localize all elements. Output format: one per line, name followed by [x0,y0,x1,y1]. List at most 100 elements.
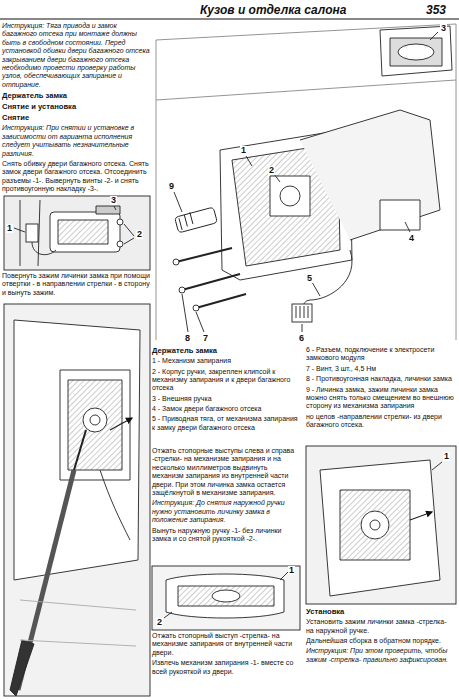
section-heading: Снятие и установка [2,102,150,111]
callout-number: 5 [306,274,313,283]
callout-number: 4 [408,234,415,243]
lock-holder-figure-part [182,294,188,332]
door-panel-figure-part [4,196,150,270]
door-panel-figure-part [58,220,108,244]
outer-handle-figure-part [280,572,288,580]
lock-mechanism-figure-part [370,520,380,530]
body-text: Отжать стопорный выступ -стрелка- на мех… [152,632,300,657]
screwdriver-figure-part [83,408,107,432]
text-column: 6 - Разъем, подключение к электросети за… [306,346,456,430]
lock-holder-figure-part [173,259,179,265]
lock-holder-figure-part [390,38,442,66]
lock-mechanism-figure [306,446,456,604]
lock-holder-figure-part [280,186,300,206]
screwdriver-figure-part [74,430,86,470]
text-column: Держатель замка 1 - Механизм запирания 2 -… [152,346,302,432]
outer-handle-figure-part [152,566,300,630]
body-text: Отжать стопорные выступы слева и справа … [152,447,300,497]
key-entry: 9 - Личинка замка, зажим личинки замка м… [306,386,456,411]
lock-holder-figure-part [405,222,410,232]
body-text: Вынуть наружную ручку -1- без личинки за… [152,527,300,544]
lock-mechanism-figure-part [320,460,440,596]
door-panel-figure-part [117,219,123,225]
text-column: УстановкаУстановить зажим личинки замка … [306,607,456,664]
text-column: Инструкция: Тяга привода и замок багажно… [2,22,150,194]
door-panel-figure-part [96,206,120,214]
body-text: Инструкция: До снятия наружной ручки нуж… [152,499,300,524]
lock-holder-figure [156,24,456,340]
section-heading: Держатель замка [2,91,150,100]
lock-holder-figure-part [193,305,199,311]
key-entry: 8 - Противоугонная накладка, личинки зам… [306,375,456,383]
screwdriver-figure [4,304,150,696]
door-panel-figure-part [26,224,38,242]
section-heading: Держатель замка [152,346,302,355]
lock-mechanism-figure-part [340,490,410,560]
text-column: Отжать стопорный выступ -стрелка- на мех… [152,632,300,676]
body-text: но целов -направлении стрелки- из двери … [306,413,456,430]
callout-number: 3 [440,24,447,33]
lock-holder-figure-part [380,26,452,76]
body-text: Инструкция: При снятии и установке в зав… [2,124,150,158]
door-panel-figure-part [124,224,134,236]
key-entry: 4 - Замок двери багажного отсека [152,405,302,413]
key-entry: 2 - Корпус ручки, закреплен клипсой к ме… [152,368,302,393]
door-panel-figure-part [114,206,116,210]
body-text: Дальнейшая сборка в обратном порядке. [306,637,456,645]
callout-number: 2 [136,230,143,239]
lock-holder-figure-part [178,212,193,230]
lock-holder-figure-part [300,110,440,240]
text-column: Отжать стопорные выступы слева и справа … [152,447,300,543]
door-panel-figure-part [20,200,40,266]
screwdriver-figure-part [90,415,100,425]
door-panel-figure-part [124,238,134,244]
callout-number: 2 [156,618,163,627]
lock-holder-figure-part [292,304,312,322]
lock-holder-figure-part [270,176,310,216]
outer-handle-figure-part [164,612,172,618]
key-entry: 5 - Приводная тяга, от механизма запиран… [152,415,302,432]
text-column: Повернуть зажим личинки замка при помощи… [2,272,150,297]
screwdriver-figure-part [14,320,140,580]
body-text: Повернуть зажим личинки замка при помощи… [2,272,150,297]
lock-mechanism-figure-part [432,462,442,470]
lock-mechanism-figure-part [410,512,432,520]
lock-holder-figure-part [179,287,185,293]
header-rule [0,18,459,19]
screwdriver-figure-part [100,470,130,540]
door-panel-figure-part [32,242,56,255]
lock-holder-figure-part [430,32,438,40]
screwdriver-figure-part [10,640,34,696]
door-panel-figure [4,196,150,270]
callout-number: 3 [110,196,117,205]
body-text: Установить зажим личинки замка -стрелка-… [306,618,456,635]
header-rule-part [0,18,459,19]
callout-number: 1 [240,146,247,155]
lock-holder-figure-part [312,282,320,296]
lock-mechanism-figure-part [361,511,389,539]
key-entry: 7 - Винт, 3 шт., 4,5 Нм [306,365,456,373]
lock-mechanism-figure-part [306,446,456,604]
outer-handle-figure [152,566,300,630]
lock-holder-figure-part [246,156,252,166]
outer-handle-figure-part [178,586,274,606]
screwdriver-figure-part [68,380,122,470]
door-panel-figure-part [117,241,123,247]
callout-number: 1 [6,224,13,233]
key-entry: 3 - Внешняя ручка [152,395,302,403]
body-text: Снять обивку двери багажного отсека. Сня… [2,160,150,194]
page-header: Кузов и отделка салона [200,3,346,17]
outer-handle-figure-part [166,574,284,618]
page-number: 353 [426,3,446,17]
body-text: Инструкция: Тяга привода и замок багажно… [2,22,150,89]
lock-holder-figure-part [302,324,303,332]
callout-number: 9 [168,182,175,191]
section-heading: Снятие [2,113,150,122]
outer-handle-figure-part [212,590,240,602]
door-panel-figure-part [14,228,25,232]
key-entry: 6 - Разъем, подключение к электросети за… [306,346,456,363]
callout-number: 1 [288,566,295,575]
lock-holder-figure-part [196,312,204,332]
key-entry: 1 - Механизм запирания [152,357,302,365]
lock-holder-figure-part [296,306,308,318]
